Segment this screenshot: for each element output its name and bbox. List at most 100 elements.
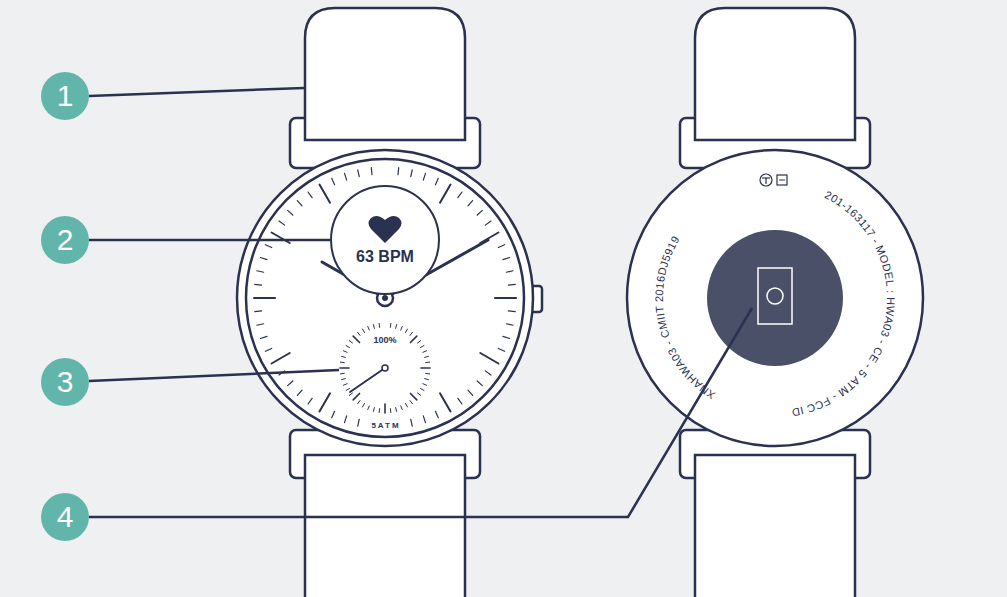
tick xyxy=(421,389,424,391)
tick xyxy=(358,332,360,335)
tick xyxy=(401,326,403,330)
callout-number: 2 xyxy=(57,225,74,255)
tick xyxy=(421,367,430,369)
tick xyxy=(373,325,374,329)
tick xyxy=(272,233,290,244)
tick xyxy=(363,329,365,332)
tick xyxy=(332,411,335,417)
tick xyxy=(477,210,482,215)
tick xyxy=(506,324,513,325)
tick xyxy=(363,404,365,407)
dial-marking: 5ATM xyxy=(371,421,400,430)
tick xyxy=(358,170,359,177)
tick xyxy=(343,351,347,353)
pivot xyxy=(382,295,388,301)
leader-line xyxy=(89,308,752,517)
tick xyxy=(508,310,515,312)
tick xyxy=(390,323,392,327)
activity-subdial: 100% xyxy=(339,322,431,414)
sensor-window xyxy=(758,268,792,324)
heart-rate-display: 63 BPM xyxy=(330,185,440,295)
tick xyxy=(411,170,412,177)
tick xyxy=(397,168,399,175)
cert-mark xyxy=(777,175,787,185)
tick xyxy=(503,336,510,338)
tick xyxy=(418,341,421,343)
tick xyxy=(257,271,264,272)
tick xyxy=(503,258,510,260)
dial-ticks xyxy=(254,168,516,426)
strap xyxy=(695,455,855,597)
tick xyxy=(458,192,462,198)
callout-number: 3 xyxy=(41,358,89,406)
case-back-marking: 201-163117 - MODEL : HWA03 - CE - 5 ATM … xyxy=(791,188,898,418)
tick xyxy=(425,379,429,380)
tick xyxy=(440,393,451,411)
tick xyxy=(485,221,491,225)
tick xyxy=(498,348,504,351)
tick xyxy=(345,173,347,180)
sub-hand xyxy=(350,368,385,392)
tick xyxy=(423,384,427,386)
heart-icon xyxy=(368,214,402,244)
tick xyxy=(368,406,370,410)
tick xyxy=(353,393,359,399)
cert-mark xyxy=(765,178,766,184)
tick xyxy=(396,325,397,329)
tick xyxy=(342,379,346,380)
tick xyxy=(308,398,312,404)
tick xyxy=(297,390,302,395)
tick xyxy=(340,367,349,369)
cert-mark xyxy=(779,180,785,181)
callout-number: 2 xyxy=(41,216,89,264)
tick xyxy=(257,324,264,325)
tick xyxy=(345,416,347,423)
tick xyxy=(346,389,349,391)
tick xyxy=(425,356,429,357)
tick xyxy=(410,332,412,335)
tick xyxy=(508,284,515,286)
tick xyxy=(332,178,335,184)
tick xyxy=(353,336,359,342)
tick xyxy=(349,393,352,395)
tick xyxy=(340,373,344,375)
tick xyxy=(495,297,516,299)
case-back-marking: XNAHWA03 - CMIIT 2016DJ5919 xyxy=(653,234,717,402)
tick xyxy=(485,371,491,375)
tick xyxy=(435,411,438,417)
tick xyxy=(396,408,397,412)
tick xyxy=(368,326,370,330)
sensor xyxy=(707,230,843,366)
ring-text: XNAHWA03 - CMIIT 2016DJ5919 201-163117 - … xyxy=(653,188,897,418)
tick xyxy=(418,393,421,395)
tick xyxy=(358,401,360,404)
tick xyxy=(423,351,427,353)
tick xyxy=(288,210,293,215)
tick xyxy=(477,381,482,386)
tick xyxy=(410,393,416,399)
tick xyxy=(468,390,473,395)
tick xyxy=(406,404,408,407)
tick xyxy=(320,185,331,203)
display-text: 63 BPM xyxy=(356,248,414,266)
tick xyxy=(342,356,346,357)
tick xyxy=(506,271,513,272)
leader-line xyxy=(89,370,339,381)
cert-mark xyxy=(760,174,772,186)
tick xyxy=(480,353,498,364)
case xyxy=(237,150,533,446)
tick xyxy=(260,258,267,260)
tick xyxy=(272,353,290,364)
callout-number: 4 xyxy=(57,502,74,532)
tick xyxy=(458,398,462,404)
tick xyxy=(320,393,331,411)
tick xyxy=(435,178,438,184)
tick xyxy=(340,362,344,364)
tick xyxy=(346,346,349,348)
tick xyxy=(410,401,412,404)
callout-number: 1 xyxy=(57,81,74,111)
tick xyxy=(379,323,381,327)
tick xyxy=(260,336,267,338)
